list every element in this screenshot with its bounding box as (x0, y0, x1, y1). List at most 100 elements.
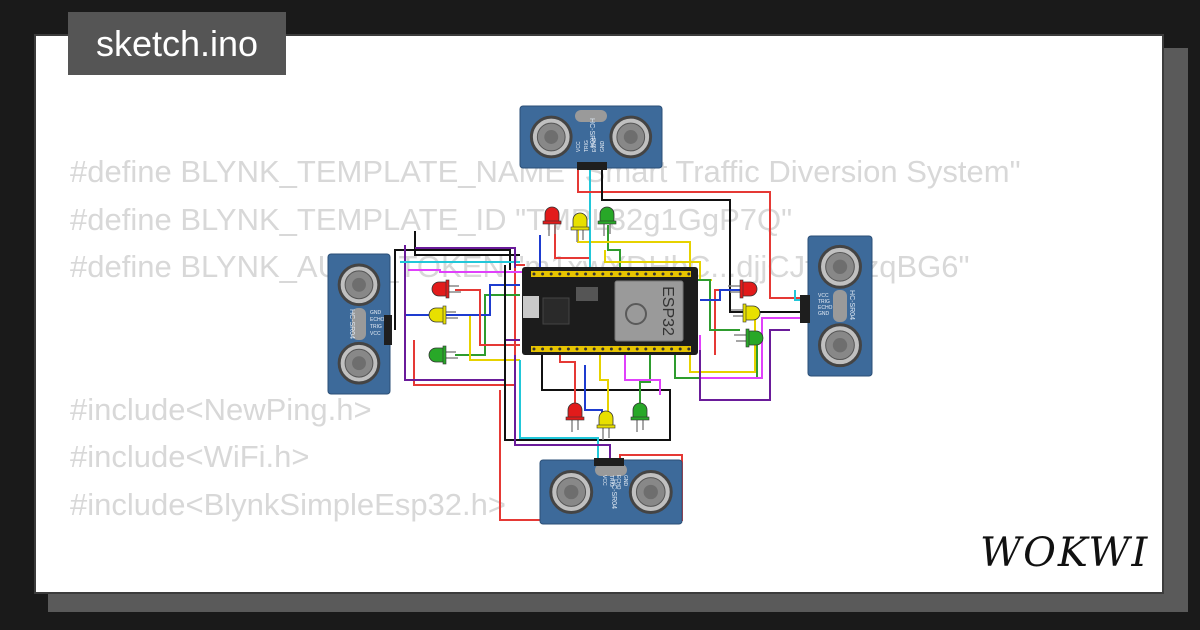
wire-15 (577, 168, 812, 299)
sensor-model-label-1: HC-SR04 (588, 118, 595, 148)
code-line-2: #define BLYNK_TEMPLATE_ID "TMPL32g1GgP7Q… (70, 201, 793, 237)
ultrasonic-sensor-1[interactable] (519, 105, 663, 169)
esp32-pin (644, 272, 648, 276)
sensor-pin-label: GND (622, 475, 628, 487)
sensor-header-1 (577, 162, 607, 170)
sensor-pin-label: VCC (370, 331, 381, 337)
esp32-pin (670, 347, 674, 351)
code-line-6: #include<NewPing.h> (70, 391, 372, 427)
esp32-pin (652, 347, 656, 351)
led-green-3[interactable] (734, 328, 764, 348)
wokwi-logo-text: WOKWI (980, 530, 1149, 576)
esp32-pin (541, 347, 545, 351)
led-red-3[interactable] (728, 279, 758, 299)
led-red-1[interactable] (542, 206, 562, 236)
wire-31 (624, 355, 661, 395)
esp32-pin (575, 347, 579, 351)
sensor-header-4 (594, 458, 624, 466)
led-green-2[interactable] (428, 345, 458, 365)
wire-2 (394, 249, 511, 330)
led-rim (739, 279, 744, 299)
sensor-pin-label: VCC (601, 475, 607, 486)
led-green-4[interactable] (630, 402, 650, 432)
wire-36 (700, 289, 745, 301)
led-body (632, 402, 648, 419)
esp32-pin (592, 272, 596, 276)
sensor-pin-label: GND (370, 310, 382, 316)
esp32-pin (532, 347, 536, 351)
esp32-pin (627, 347, 631, 351)
sensor-pin-label: ECHO (615, 475, 621, 490)
esp32-pin (644, 347, 648, 351)
transducer-core (832, 338, 848, 353)
led-green-1[interactable] (597, 206, 617, 236)
esp32-pin (635, 347, 639, 351)
led-rim (630, 416, 650, 421)
led-rim (542, 220, 562, 225)
esp32-pin (618, 272, 622, 276)
esp32-pin (609, 347, 613, 351)
wire-29 (639, 355, 651, 412)
esp32-pin (601, 272, 605, 276)
led-body (431, 281, 448, 297)
led-rim (596, 424, 616, 429)
sensor-header-2 (384, 315, 392, 345)
led-body (428, 307, 445, 323)
led-yellow-3[interactable] (731, 303, 761, 323)
led-body (599, 206, 615, 223)
led-yellow-2[interactable] (428, 305, 458, 325)
transducer-core (832, 259, 848, 274)
esp32-pin (532, 272, 536, 276)
sensor-model-label-3: HC-SR04 (848, 290, 855, 320)
led-body (544, 206, 560, 223)
esp32-pin (541, 272, 545, 276)
crystal (575, 110, 607, 122)
sensor-model-label-2: HC-SR04 (348, 309, 355, 339)
led-red-4[interactable] (565, 402, 585, 432)
transducer-core (623, 130, 638, 144)
esp32-pin (618, 347, 622, 351)
ultrasonic-sensor-3[interactable] (807, 235, 873, 377)
esp32-pin (584, 272, 588, 276)
wire-21 (699, 329, 790, 401)
led-body (572, 212, 588, 229)
led-red-2[interactable] (431, 279, 461, 299)
ultrasonic-sensor-4[interactable] (539, 459, 683, 525)
led-yellow-4[interactable] (596, 410, 616, 440)
wire-23 (504, 265, 671, 441)
ultrasonic-sensor-2[interactable] (327, 253, 391, 395)
esp32-pin (652, 272, 656, 276)
esp32-module (614, 280, 684, 342)
sensor-pin-label: VCC (576, 141, 582, 152)
transducer-core (352, 277, 366, 292)
wire-13 (577, 228, 691, 268)
wire-28 (559, 355, 576, 410)
esp32-pin (558, 347, 562, 351)
esp32-pin (575, 272, 579, 276)
esp32-board[interactable]: ESP32 (522, 267, 698, 355)
sensor-pin-label: ECHO (370, 317, 385, 323)
led-rim (570, 226, 590, 231)
sensor-pin-label: TRIG (370, 324, 382, 330)
led-rim (565, 416, 585, 421)
led-body (741, 281, 758, 297)
esp32-label: ESP32 (659, 286, 676, 336)
wire-5 (455, 314, 520, 361)
esp32-pin (566, 347, 570, 351)
filename-tag[interactable]: sketch.ino (68, 12, 286, 75)
led-body (428, 347, 445, 363)
esp32-pin (661, 347, 665, 351)
sensor-model-label-4: HC-SR04 (610, 479, 617, 509)
wire-8 (408, 269, 525, 273)
transducer-core (352, 356, 366, 371)
sensor-pin-label: TRIG (818, 299, 830, 305)
esp32-pin (609, 272, 613, 276)
esp32-pin (566, 272, 570, 276)
led-rim (442, 345, 447, 365)
code-line-7: #include<WiFi.h> (70, 439, 310, 474)
led-yellow-1[interactable] (570, 212, 590, 242)
led-rim (745, 328, 750, 348)
led-rim (442, 305, 447, 325)
sensor-pin-label: ECHO (818, 305, 833, 311)
wire-3 (414, 231, 520, 256)
